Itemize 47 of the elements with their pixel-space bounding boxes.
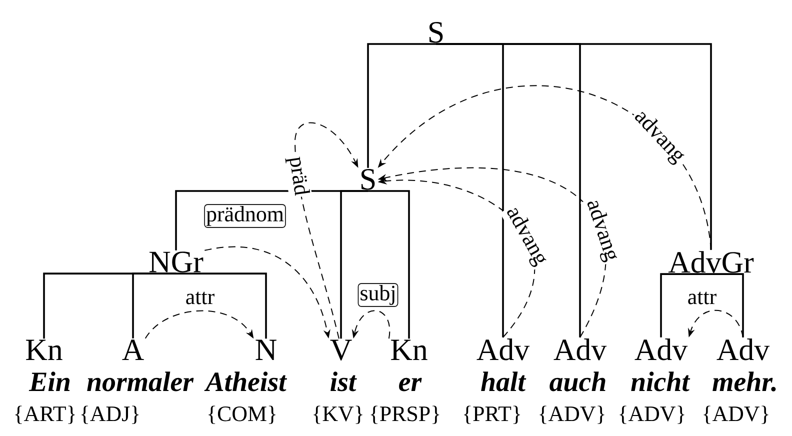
word: Ein — [28, 372, 70, 391]
edge-label: präd — [283, 154, 312, 198]
edge-label: subj — [358, 283, 398, 307]
category-label: Kn — [26, 340, 62, 360]
category-label: Adv — [554, 338, 607, 360]
phrase-label: AdvGr — [668, 251, 754, 273]
word: normaler — [87, 372, 194, 392]
category-label: Adv — [716, 338, 770, 360]
phrase-label: S — [429, 22, 443, 43]
word: mehr. — [712, 372, 776, 392]
word: auch — [550, 372, 606, 392]
dependency-arrow — [688, 310, 744, 338]
word: er — [399, 378, 422, 392]
category-label: Kn — [391, 340, 428, 360]
edge-label: advang — [580, 195, 624, 266]
word: halt — [481, 372, 526, 392]
category-label: A — [122, 340, 144, 360]
tag-label: {ADV} — [540, 406, 604, 424]
edge-label: attr — [686, 290, 718, 306]
category-label: Adv — [476, 338, 530, 360]
dependency-arrow — [294, 122, 358, 340]
tree-branch — [660, 273, 711, 338]
tree-branch — [711, 273, 744, 338]
tree-branch — [176, 272, 267, 339]
word: nicht — [631, 372, 690, 392]
tree-branch — [368, 190, 410, 339]
edge-label: attr — [184, 290, 216, 306]
edge-label: prädnom — [204, 204, 286, 228]
tag-label: {ADJ} — [81, 406, 139, 424]
word: Atheist — [204, 372, 287, 392]
tag-label: {ADV} — [620, 406, 684, 424]
category-label: V — [330, 340, 352, 360]
tree-branch — [340, 190, 368, 339]
phrase-label: NGr — [149, 252, 204, 272]
category-label: Adv — [634, 338, 688, 360]
tag-label: {COM} — [208, 406, 276, 424]
tree-branch — [367, 43, 436, 168]
tag-label: {ADV} — [704, 406, 768, 424]
tag-label: {PRT} — [464, 406, 520, 424]
word: ist — [330, 372, 357, 392]
tree-branch — [436, 43, 712, 250]
category-label: N — [256, 340, 276, 360]
tag-label: {KV} — [314, 406, 362, 424]
tag-label: {PRSP} — [370, 406, 440, 424]
tag-label: {ART} — [15, 406, 75, 424]
phrase-label: S — [361, 169, 375, 190]
tree-branch — [132, 272, 176, 338]
